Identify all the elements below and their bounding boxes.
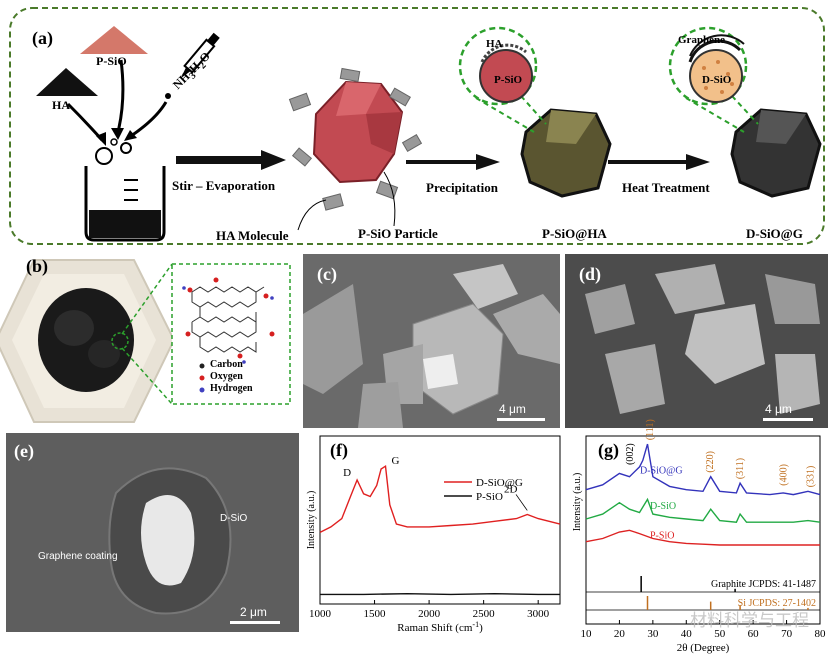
x-tick-label-g-2: 30 xyxy=(647,628,659,640)
peak-label-peak-400: (400) xyxy=(779,464,790,486)
peak-2d-pointer xyxy=(515,494,528,511)
legend-text-f-0: D-SiO@G xyxy=(476,477,523,489)
legend-carbon-label: Carbon xyxy=(210,359,243,370)
series-line-f-0 xyxy=(319,465,561,534)
scale-bar-c xyxy=(497,418,545,421)
panel-a: (a) HA P-SiO NH3H2O Stir – Evaporation H… xyxy=(6,4,828,249)
series-label-g-0: D-SiO@G xyxy=(640,465,683,476)
plot-frame-f xyxy=(319,435,561,605)
xrd-chart: 10 20 30 40 50 60 70 80 2θ (Degree) Intensity (a.… xyxy=(572,419,827,654)
ha-triangle-icon xyxy=(36,68,98,96)
legend-carbon-icon xyxy=(199,363,205,369)
heat-treatment-label: Heat Treatment xyxy=(622,180,710,195)
panel-g-label: (g) xyxy=(598,440,619,460)
x-tick-label-g-7: 80 xyxy=(815,628,827,640)
x-axis-label-f: Raman Shift (cm-1) xyxy=(397,620,483,635)
arrow-stir-icon xyxy=(176,150,286,170)
bubble2-top-label: Graphene xyxy=(678,34,726,46)
sem-c-particles xyxy=(303,264,560,428)
x-tick-label-g-6: 70 xyxy=(781,628,793,640)
peak-label-peak-331: (331) xyxy=(805,466,816,488)
x-tick-label-g-0: 10 xyxy=(581,628,593,640)
series-line-g-1 xyxy=(585,497,821,523)
dsio-annot: D-SiO xyxy=(220,513,248,524)
x-tick-label-g-4: 50 xyxy=(714,628,726,640)
peak-label-peak-311: (311) xyxy=(735,458,746,479)
arrow-precip-icon xyxy=(406,154,500,170)
panel-d-label: (d) xyxy=(579,264,601,284)
x-tick-label-f-4: 3000 xyxy=(527,608,550,620)
scale-label-d: 4 μm xyxy=(765,402,792,416)
panel-e-label: (e) xyxy=(14,441,34,461)
peak-label-peak-220: (220) xyxy=(705,451,716,473)
psio-particle-label: P-SiO Particle xyxy=(358,226,438,241)
scale-label-e: 2 μm xyxy=(240,605,267,619)
peak-g-label: G xyxy=(391,455,399,467)
legend-oxygen-icon xyxy=(199,375,205,381)
series-line-g-2 xyxy=(585,529,820,546)
sem-d-particles xyxy=(585,264,820,414)
series-line-f-1 xyxy=(320,592,560,596)
ref-si-label: Si JCPDS: 27-1402 xyxy=(738,598,816,609)
dropper-icon xyxy=(180,32,220,79)
panel-e-sem: (e) D-SiO Graphene coating 2 μm xyxy=(6,433,299,632)
peak-d-label: D xyxy=(343,467,351,479)
x-tick-label-g-1: 20 xyxy=(614,628,626,640)
dsio-g-label: D-SiO@G xyxy=(746,226,803,241)
stir-label: Stir – Evaporation xyxy=(172,178,276,193)
x-tick-label-f-3: 2500 xyxy=(473,608,496,620)
ha-molecule-icons xyxy=(288,67,423,211)
peak-label-peak-002: (002) xyxy=(625,443,636,465)
x-axis-label-g: 2θ (Degree) xyxy=(677,642,730,654)
panel-g-chart: 10 20 30 40 50 60 70 80 2θ (Degree) Intensity (a.… xyxy=(568,419,830,654)
x-tick-label-g-5: 60 xyxy=(748,628,760,640)
peak-2d-label: 2D xyxy=(504,483,518,495)
series-line-g-0 xyxy=(585,443,821,496)
x-tick-label-g-3: 40 xyxy=(681,628,693,640)
legend-oxygen-label: Oxygen xyxy=(210,371,243,382)
panel-d-sem: (d) 4 μm xyxy=(565,254,828,428)
x-tick-label-f-0: 1000 xyxy=(309,608,332,620)
plot-frame-g xyxy=(585,435,821,625)
sem-e-particle xyxy=(108,467,232,615)
graphene-lattice-icon xyxy=(191,286,265,353)
legend-text-f-1: P-SiO xyxy=(476,491,503,503)
arrow-heat-icon xyxy=(608,154,710,170)
bubble2-core-label: D-SiO xyxy=(702,74,732,86)
panel-a-frame xyxy=(9,7,825,245)
peak-label-peak-111: (111) xyxy=(645,419,656,440)
y-axis-label-g: Intensity (a.u.) xyxy=(572,473,583,532)
coating-annot: Graphene coating xyxy=(38,551,118,562)
panel-b-drawing xyxy=(0,259,291,423)
series-label-g-2: P-SiO xyxy=(650,530,674,541)
psio-label: P-SiO xyxy=(96,54,127,68)
series-label-g-1: D-SiO xyxy=(650,501,676,512)
x-tick-label-f-1: 1500 xyxy=(364,608,387,620)
ha-molecule-label: HA Molecule xyxy=(216,228,289,243)
watermark-text: 材料科学与工程 xyxy=(690,611,809,631)
scale-bar-e xyxy=(230,621,280,624)
x-tick-label-f-2: 2000 xyxy=(418,608,441,620)
bubble1-core-label: P-SiO xyxy=(494,74,523,86)
panel-c-label: (c) xyxy=(317,264,337,284)
panel-c-sem: (c) 4 μm xyxy=(303,254,560,428)
ha-label: HA xyxy=(52,98,70,112)
psio-triangle-icon xyxy=(80,26,148,54)
legend-hydrogen-label: Hydrogen xyxy=(210,383,253,394)
beaker-icon xyxy=(84,166,166,242)
panel-a-label: (a) xyxy=(32,28,53,48)
legend-hydrogen-icon xyxy=(199,387,205,393)
panel-b-label: (b) xyxy=(26,256,48,276)
psio-ha-label: P-SiO@HA xyxy=(542,226,607,241)
scale-bar-d xyxy=(763,418,813,421)
scale-label-c: 4 μm xyxy=(499,402,526,416)
ref-graphite-label: Graphite JCPDS: 41-1487 xyxy=(711,579,816,590)
panel-f-label: (f) xyxy=(330,440,348,460)
panel-b: (b) Carbon Oxygen Hydrogen xyxy=(0,252,298,430)
precipitation-label: Precipitation xyxy=(426,180,498,195)
bubble1-top-label: HA xyxy=(486,38,503,50)
y-axis-label-f: Intensity (a.u.) xyxy=(306,491,317,550)
